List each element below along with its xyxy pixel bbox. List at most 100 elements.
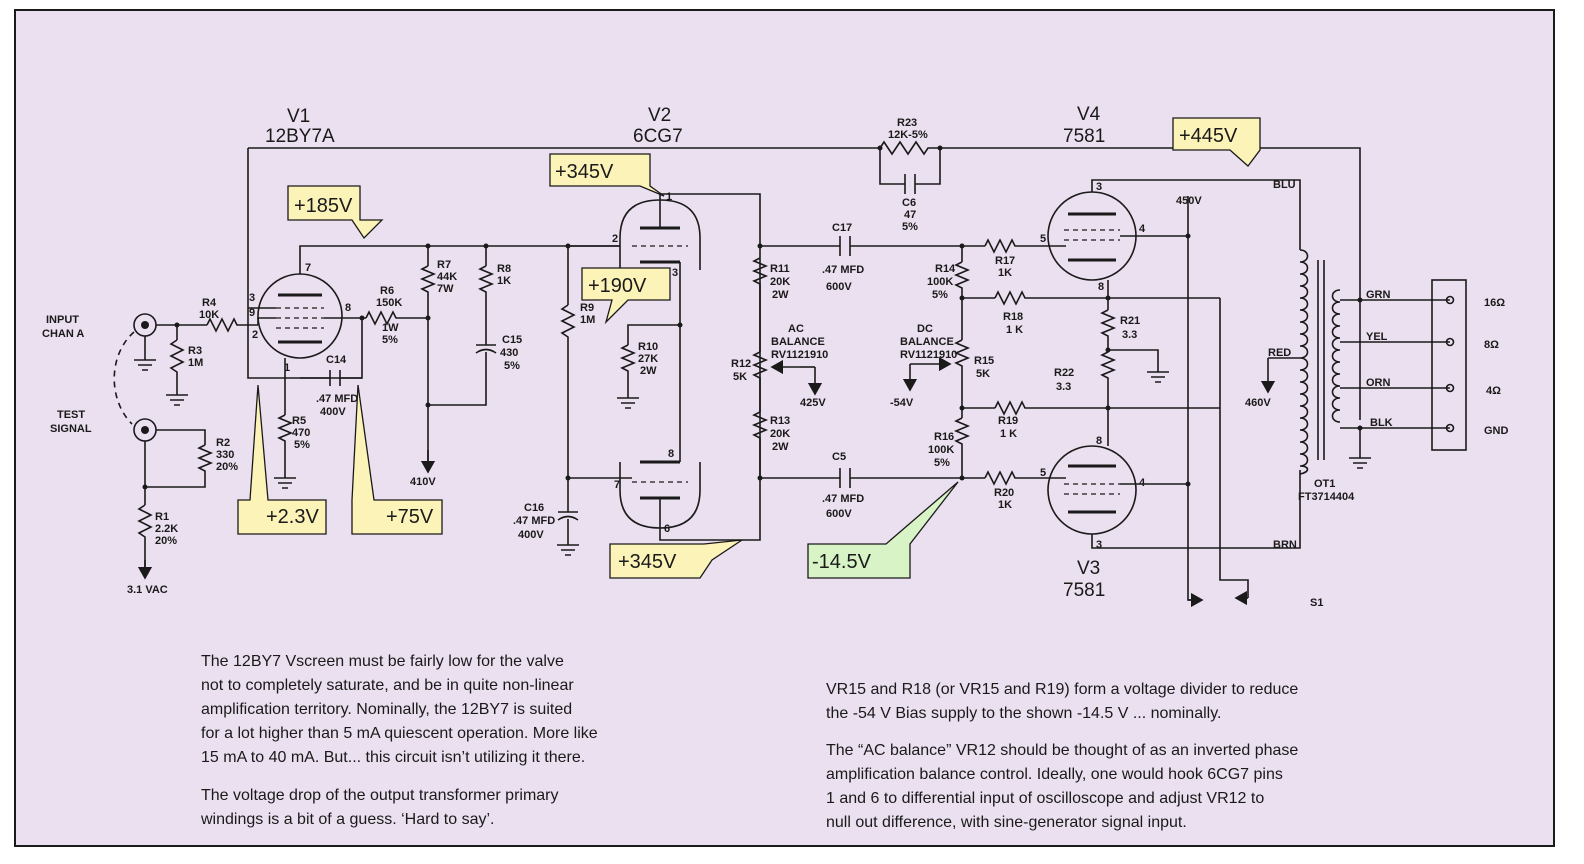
- supply-minus-54v: -54V: [890, 397, 914, 409]
- v4-ref: V4: [1077, 104, 1101, 125]
- r14-value: 100K: [927, 276, 953, 288]
- r13-label: R13 20K 2W: [770, 415, 790, 453]
- wire-grn-label: GRN: [1366, 289, 1391, 301]
- tube-v1: [257, 273, 343, 359]
- output-4-ohm: 4Ω: [1486, 385, 1501, 397]
- r19-ref: R19: [998, 415, 1018, 427]
- r22-ref: R22: [1054, 367, 1074, 379]
- r19-value: 1 K: [1000, 428, 1017, 440]
- r9-ref: R9: [580, 302, 594, 314]
- c15-tol: 5%: [504, 360, 520, 372]
- ac-balance-line2: BALANCE: [771, 336, 825, 348]
- r12-value: 5K: [733, 371, 747, 383]
- c15-ref: C15: [502, 334, 522, 346]
- r6-value: 150K: [376, 297, 402, 309]
- r7-ref: R7: [437, 259, 451, 271]
- r10-watt: 2W: [640, 365, 657, 377]
- r10-label: R10 27K 2W: [638, 341, 658, 377]
- v4-pin3: 3: [1096, 181, 1102, 193]
- r23-ref: R23: [897, 117, 917, 129]
- v1-pin1: 1: [284, 362, 290, 374]
- wire-blu-label: BLU: [1273, 179, 1296, 191]
- r6-label: R6 150K 1W 5%: [376, 285, 402, 346]
- r16-tol: 5%: [934, 457, 950, 469]
- v2-pin7: 7: [614, 479, 620, 491]
- r18-label: R18 1 K: [1003, 311, 1023, 336]
- r14-label: R14 100K 5%: [927, 263, 956, 301]
- callout-plus-2-3v-text: +2.3V: [266, 506, 319, 528]
- r2-ref: R2: [216, 437, 230, 449]
- c17-ref: C17: [832, 222, 852, 234]
- v1-label: V1 12BY7A: [265, 106, 335, 147]
- v4-label: V4 7581: [1063, 104, 1105, 147]
- wire-brn-label: BRN: [1273, 539, 1297, 551]
- c6-tol: 5%: [902, 221, 918, 233]
- wire-red-label: RED: [1268, 347, 1291, 359]
- note-right-1: VR15 and R18 (or VR15 and R19) form a vo…: [826, 681, 1299, 722]
- switch-s1-label: S1: [1310, 597, 1323, 609]
- v1-pin9: 9: [249, 307, 255, 319]
- r20-label: R20 1K: [994, 487, 1014, 511]
- v1-pin2: 2: [252, 329, 258, 341]
- r16-ref: R16: [934, 431, 954, 443]
- r17-value: 1K: [998, 267, 1012, 279]
- r1-label: R1 2.2K 20%: [155, 511, 178, 547]
- v2-type: 6CG7: [633, 126, 683, 147]
- v3-pin4: 4: [1139, 477, 1146, 489]
- r12-ref: R12: [731, 358, 751, 370]
- r6-tol: 5%: [382, 334, 398, 346]
- r23-value: 12K-5%: [888, 129, 928, 141]
- dc-balance-line1: DC: [917, 323, 933, 335]
- dc-balance-line2: BALANCE: [900, 336, 954, 348]
- r19-label: R19 1 K: [998, 415, 1018, 440]
- c14-value: .47 MFD: [316, 393, 358, 405]
- supply-460v: 460V: [1245, 397, 1271, 409]
- note-right-2: The “AC balance” VR12 should be thought …: [826, 742, 1299, 831]
- r20-value: 1K: [998, 499, 1012, 511]
- ac-balance-label: AC BALANCE RV1121910: [771, 323, 828, 361]
- r1-value: 2.2K: [155, 523, 178, 535]
- c14-voltage: 400V: [320, 406, 346, 418]
- r11-value: 20K: [770, 276, 790, 288]
- r10-value: 27K: [638, 353, 658, 365]
- callout-plus-2-3v: +2.3V: [237, 384, 327, 535]
- r17-label: R17 1K: [995, 255, 1015, 279]
- r3-label: R3 1M: [188, 345, 203, 369]
- v4-pin5: 5: [1040, 233, 1046, 245]
- r1-tol: 20%: [155, 535, 177, 547]
- v4-type: 7581: [1063, 126, 1105, 147]
- r3-value: 1M: [188, 357, 203, 369]
- r18-value: 1 K: [1006, 324, 1023, 336]
- test-voltage-label: 3.1 VAC: [127, 584, 168, 596]
- output-16-ohm: 16Ω: [1484, 297, 1505, 309]
- v3-ref: V3: [1077, 558, 1100, 579]
- callout-minus-14-5v: -14.5V: [807, 481, 959, 579]
- v2-pin3: 3: [672, 267, 678, 279]
- r15-label: R15 5K: [974, 355, 994, 380]
- c17-value: .47 MFD: [822, 264, 864, 276]
- r14-ref: R14: [935, 263, 956, 275]
- r16-label: R16 100K 5%: [928, 431, 954, 469]
- supply-450v: 450V: [1176, 195, 1202, 207]
- c5-value: .47 MFD: [822, 493, 864, 505]
- input-label-line2: CHAN A: [42, 328, 84, 340]
- test-signal-jack: [133, 418, 157, 442]
- v2-pin6: 6: [664, 523, 670, 535]
- r5-ref: R5: [292, 415, 306, 427]
- callout-plus-190v: +190V: [581, 267, 671, 325]
- tube-v3: [1047, 445, 1137, 535]
- r8-value: 1K: [497, 275, 511, 287]
- r3-ref: R3: [188, 345, 202, 357]
- r21-value: 3.3: [1122, 329, 1137, 341]
- supply-410v: 410V: [410, 476, 436, 488]
- ac-balance-line1: AC: [788, 323, 804, 335]
- v1-type: 12BY7A: [265, 126, 335, 147]
- r5-tol: 5%: [294, 439, 310, 451]
- callout-plus-185v-text: +185V: [294, 195, 353, 217]
- v2-pin8: 8: [668, 448, 674, 460]
- r13-watt: 2W: [772, 441, 789, 453]
- test-signal-label: TEST SIGNAL: [50, 409, 92, 435]
- supply-425v: 425V: [800, 397, 826, 409]
- wire-yel-label: YEL: [1366, 331, 1388, 343]
